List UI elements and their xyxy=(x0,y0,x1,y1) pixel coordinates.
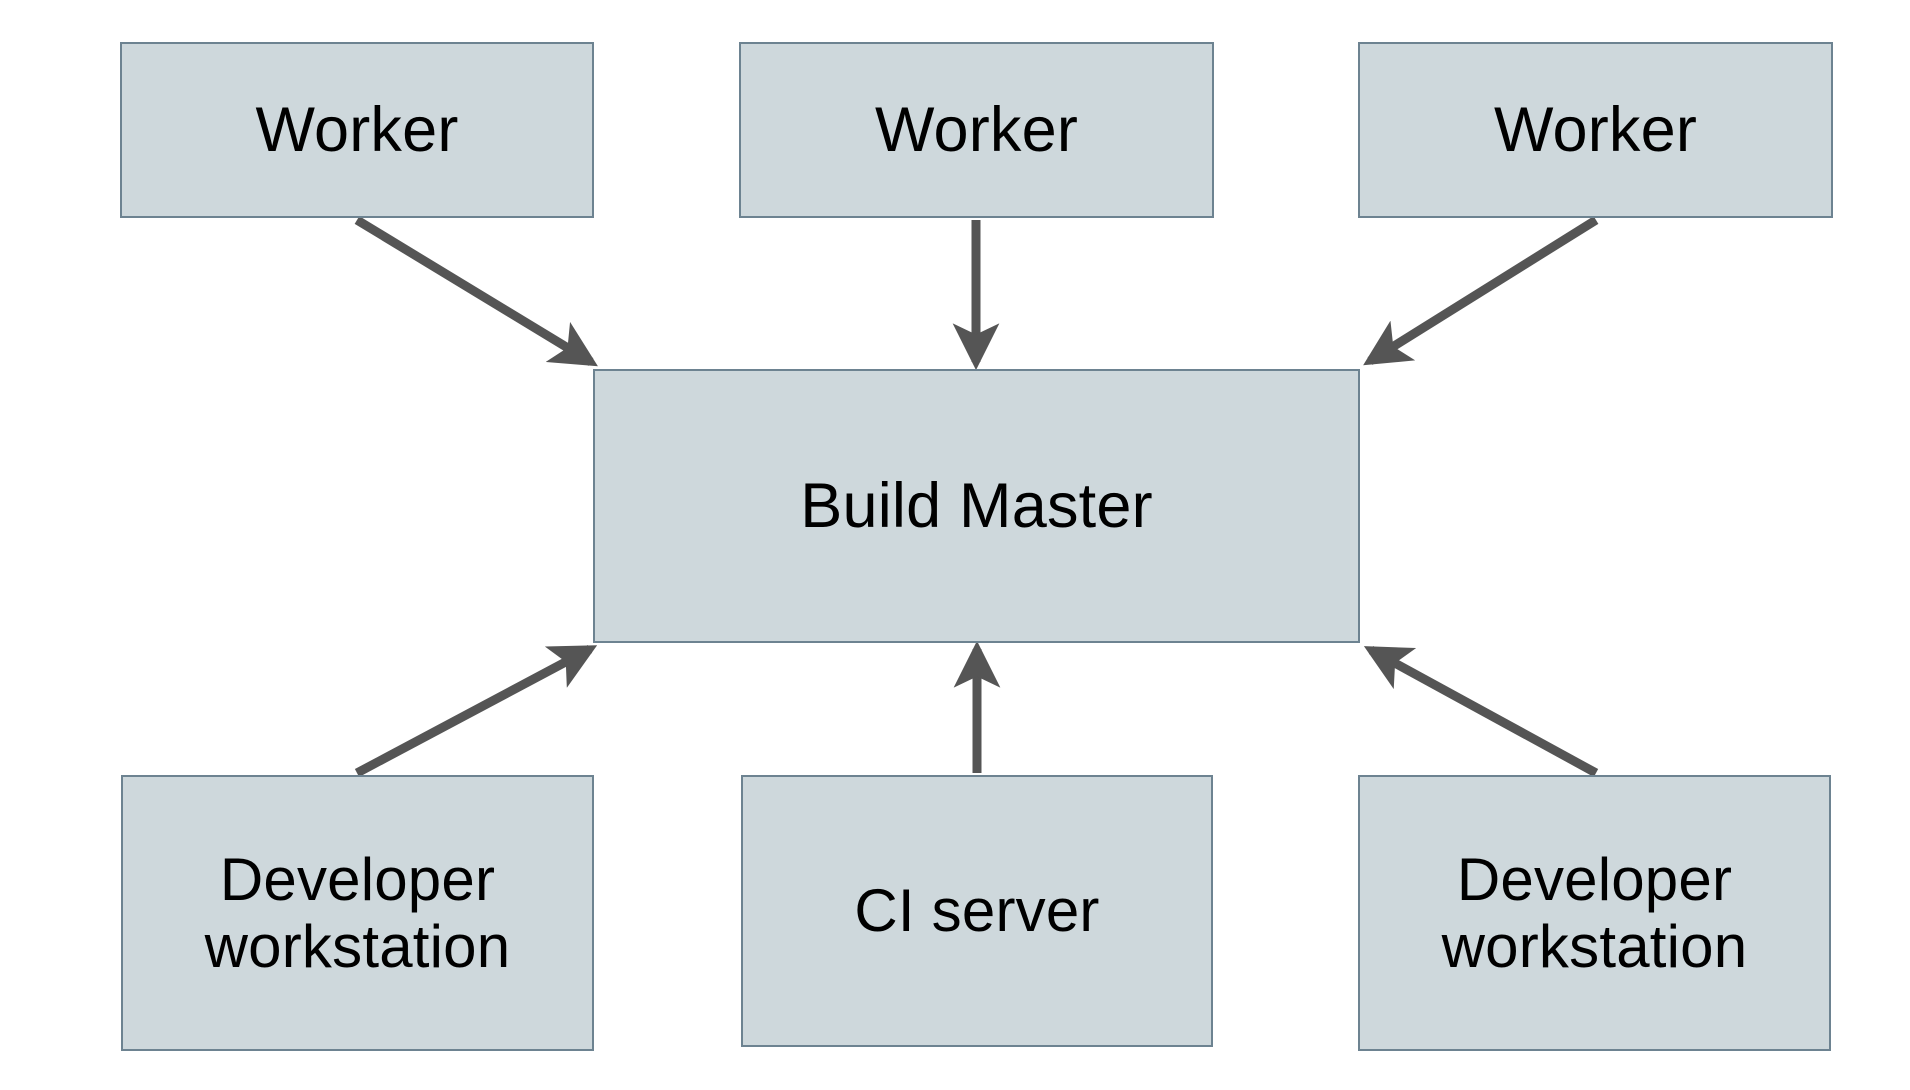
node-label-worker-1: Worker xyxy=(255,94,459,165)
node-label-developer-workstation-right: Developer workstation xyxy=(1441,845,1748,980)
node-worker-1[interactable]: Worker xyxy=(120,42,594,218)
node-label-build-master: Build Master xyxy=(800,470,1153,541)
edge-developer-workstation-right-to-build-master xyxy=(1363,646,1599,777)
node-label-ci-server: CI server xyxy=(854,877,1100,945)
node-developer-workstation-left[interactable]: Developer workstation xyxy=(121,775,594,1051)
node-label-worker-2: Worker xyxy=(874,94,1079,165)
node-developer-workstation-right[interactable]: Developer workstation xyxy=(1358,775,1831,1051)
node-label-worker-3: Worker xyxy=(1493,94,1698,165)
node-worker-2[interactable]: Worker xyxy=(739,42,1214,218)
node-ci-server[interactable]: CI server xyxy=(741,775,1213,1047)
edge-worker-3-to-build-master xyxy=(1363,216,1599,366)
node-worker-3[interactable]: Worker xyxy=(1358,42,1833,218)
edge-worker-1-to-build-master xyxy=(354,216,598,367)
node-build-master[interactable]: Build Master xyxy=(593,369,1360,643)
edge-developer-workstation-left-to-build-master xyxy=(354,645,598,777)
node-label-developer-workstation-left: Developer workstation xyxy=(204,845,511,980)
